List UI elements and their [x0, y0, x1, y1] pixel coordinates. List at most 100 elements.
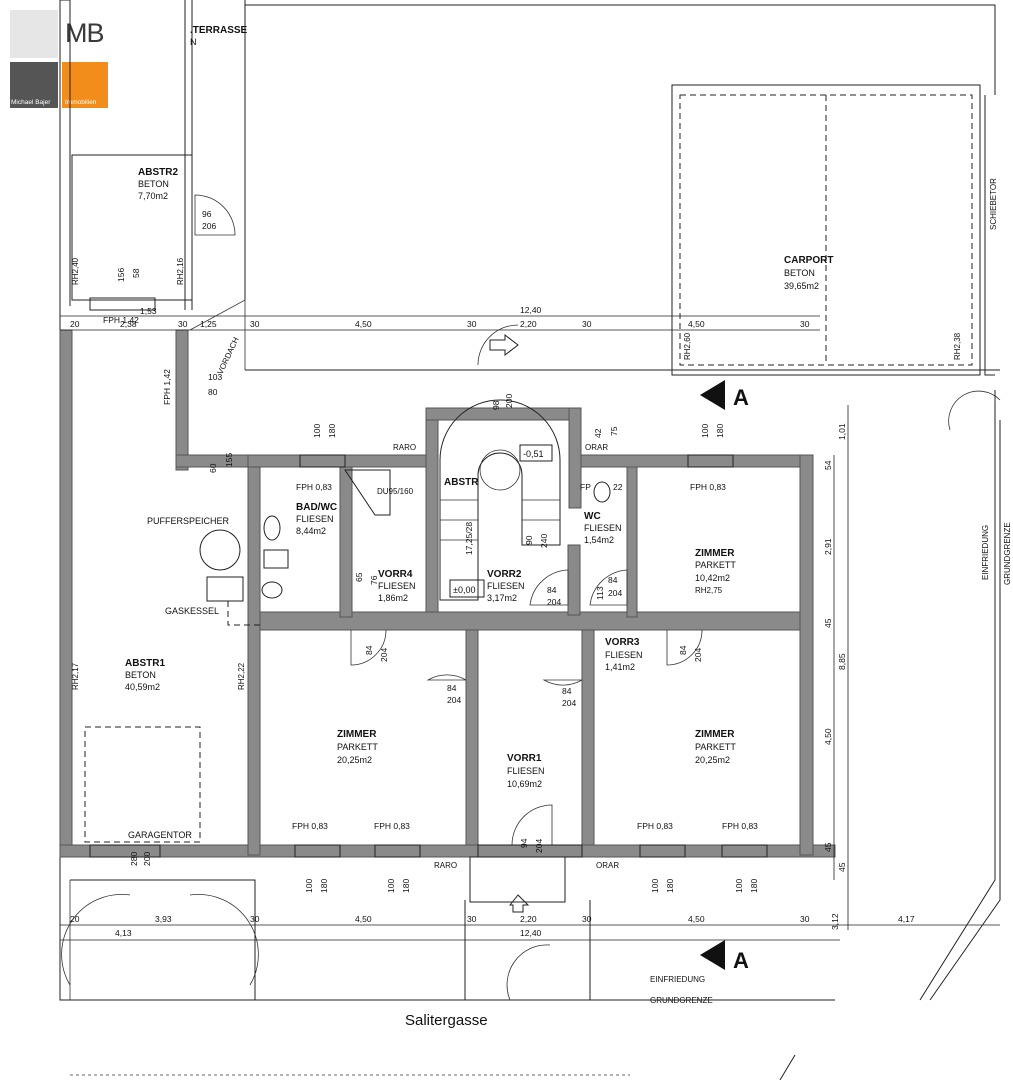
orar-bottom: ORAR [596, 861, 619, 870]
dim-bot-10: 4,17 [898, 914, 915, 924]
dim-r-3: 45 [823, 618, 833, 628]
street-name: Salitergasse [405, 1012, 488, 1029]
svg-text:65: 65 [354, 572, 364, 582]
vordach-label: VORDACH [216, 336, 241, 376]
fph-bad: FPH 0,83 [296, 482, 332, 492]
svg-text:100: 100 [734, 879, 744, 893]
section-mark-a-top: A [700, 380, 749, 410]
abstr1-area: 40,59m2 [125, 682, 160, 692]
zimmer-sw-material: PARKETT [337, 742, 378, 752]
carport-label: CARPORT [784, 255, 833, 266]
dimension-right [833, 405, 849, 930]
svg-text:100: 100 [304, 879, 314, 893]
svg-text:280: 280 [129, 852, 139, 866]
terrasse-label: .TERRASSE [190, 25, 248, 36]
terrasse-sub: N [190, 37, 197, 47]
zimmer-ne-material: PARKETT [695, 560, 736, 570]
dim-bot-4: 30 [467, 914, 477, 924]
window-dims: 100 180 100 180 100 180 100 180 100 180 … [304, 424, 759, 893]
spiral-stair [439, 399, 561, 601]
svg-text:204: 204 [547, 597, 561, 607]
vorr2-material: FLIESEN [487, 581, 525, 591]
dim-top-total: 12,40 [520, 305, 542, 315]
dim-bot-1: 3,93 [155, 914, 172, 924]
svg-text:204: 204 [447, 695, 461, 705]
einfriedung-right: EINFRIEDUNG [981, 525, 990, 580]
svg-text:180: 180 [665, 879, 675, 893]
vorr3-area: 1,41m2 [605, 662, 635, 672]
fph-se-2: FPH 0,83 [722, 821, 758, 831]
svg-text:100: 100 [312, 424, 322, 438]
svg-text:180: 180 [327, 424, 337, 438]
rh222-label: RH2,22 [237, 662, 246, 690]
vorr3-label: VORR3 [605, 637, 640, 648]
dim-r-7: 45 [837, 862, 847, 872]
zimmer-ne-label: ZIMMER [695, 548, 735, 559]
dim-bot-total: 12,40 [520, 928, 542, 938]
dim-bot-5: 2,20 [520, 914, 537, 924]
rh216-label: RH2,16 [176, 257, 185, 285]
zimmer-sw-area: 20,25m2 [337, 755, 372, 765]
entry-arrow-bottom [508, 894, 530, 913]
pufferspeicher-label: PUFFERSPEICHER [147, 516, 230, 526]
svg-text:A: A [733, 948, 749, 973]
fph-ne: FPH 0,83 [690, 482, 726, 492]
dim-bot-6: 30 [582, 914, 592, 924]
windows [89, 454, 768, 858]
dim-top-4: 30 [250, 319, 260, 329]
svg-text:204: 204 [693, 648, 703, 662]
zimmer-ne-area: 10,42m2 [695, 573, 730, 583]
orar-top: ORAR [585, 443, 608, 452]
svg-text:206: 206 [202, 221, 216, 231]
dim-top-3: 1,25 [200, 319, 217, 329]
dim-r-4: 8,85 [837, 653, 847, 670]
svg-text:1,53: 1,53 [140, 306, 157, 316]
wc-label: WC [584, 511, 601, 522]
dim-top-9: 4,50 [688, 319, 705, 329]
wc-material: FLIESEN [584, 523, 622, 533]
zimmer-se-material: PARKETT [695, 742, 736, 752]
raro-bottom: RARO [434, 861, 457, 870]
svg-text:98: 98 [491, 400, 501, 410]
zimmer-se-area: 20,25m2 [695, 755, 730, 765]
logo-caption-right: Immobilien [65, 99, 97, 106]
svg-text:84: 84 [562, 686, 572, 696]
abstr-label: ABSTR [444, 477, 479, 488]
zimmer-sw-label: ZIMMER [337, 729, 377, 740]
dim-top-6: 30 [467, 319, 477, 329]
fph-sw-1: FPH 0,83 [292, 821, 328, 831]
svg-text:A: A [733, 385, 749, 410]
abstr2-window [89, 297, 156, 311]
logo-letters: MB [65, 18, 104, 48]
dim-bot-total-left: 4,13 [115, 928, 132, 938]
fph-se-1: FPH 0,83 [637, 821, 673, 831]
raro-top: RARO [393, 443, 416, 452]
bad-label: BAD/WC [296, 502, 337, 513]
svg-text:76: 76 [369, 575, 379, 585]
carport-material: BETON [784, 268, 815, 278]
dim-r-2: 2,91 [823, 538, 833, 555]
dim-top-8: 30 [582, 319, 592, 329]
dim-r-1: 54 [823, 460, 833, 470]
dim-bot-2: 30 [250, 914, 260, 924]
svg-text:94: 94 [519, 838, 529, 848]
svg-text:204: 204 [608, 588, 622, 598]
carport-outline [671, 84, 981, 376]
abstr2-outline [71, 154, 193, 301]
svg-text:80: 80 [208, 387, 218, 397]
svg-text:84: 84 [364, 645, 374, 655]
bad-material: FLIESEN [296, 514, 334, 524]
dim-r-5: 4,50 [823, 728, 833, 745]
svg-text:100: 100 [650, 879, 660, 893]
carport-area: 39,65m2 [784, 281, 819, 291]
rh238-label: RH2,38 [953, 332, 962, 360]
grundgrenze-right [929, 420, 1001, 1001]
dim-bot-0: 20 [70, 914, 80, 924]
abstr2-material: BETON [138, 179, 169, 189]
svg-text:42: 42 [593, 428, 603, 438]
north-arrow-stub [779, 1054, 796, 1080]
vorr1-area: 10,69m2 [507, 779, 542, 789]
level2-box [519, 444, 553, 462]
dim-top-0: 20 [70, 319, 80, 329]
svg-text:204: 204 [534, 839, 544, 853]
